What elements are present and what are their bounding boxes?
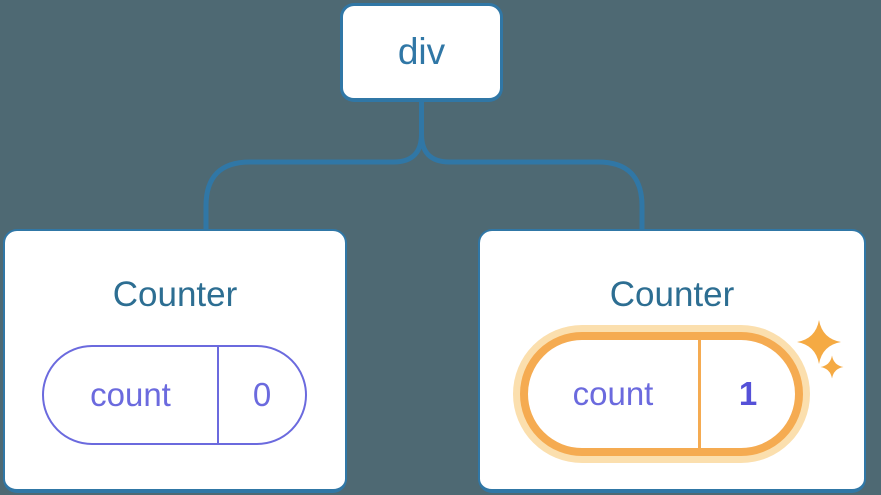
root-node-label: div: [397, 31, 446, 72]
component-title-right: Counter: [609, 275, 735, 314]
connector-right-branch: [419, 100, 645, 231]
root-node-div: div: [340, 3, 503, 102]
sparkle-icon-large: [797, 320, 841, 364]
component-title-left: Counter: [112, 275, 238, 314]
counter-card-left: Counter count 0: [3, 229, 347, 493]
connector-left-branch: [203, 100, 424, 231]
pill-divider-right: [698, 340, 701, 448]
state-pill-left: count 0: [42, 345, 307, 445]
state-value-right: 1: [738, 375, 758, 412]
sparkle-icon-small: [820, 355, 844, 379]
pill-divider-left: [217, 347, 219, 443]
state-value-left: 0: [252, 376, 272, 413]
state-key-right: count: [572, 375, 654, 412]
state-key-left: count: [90, 376, 171, 413]
counter-card-right: Counter count 1: [478, 229, 866, 493]
state-pill-right-highlighted: count 1: [520, 332, 803, 456]
